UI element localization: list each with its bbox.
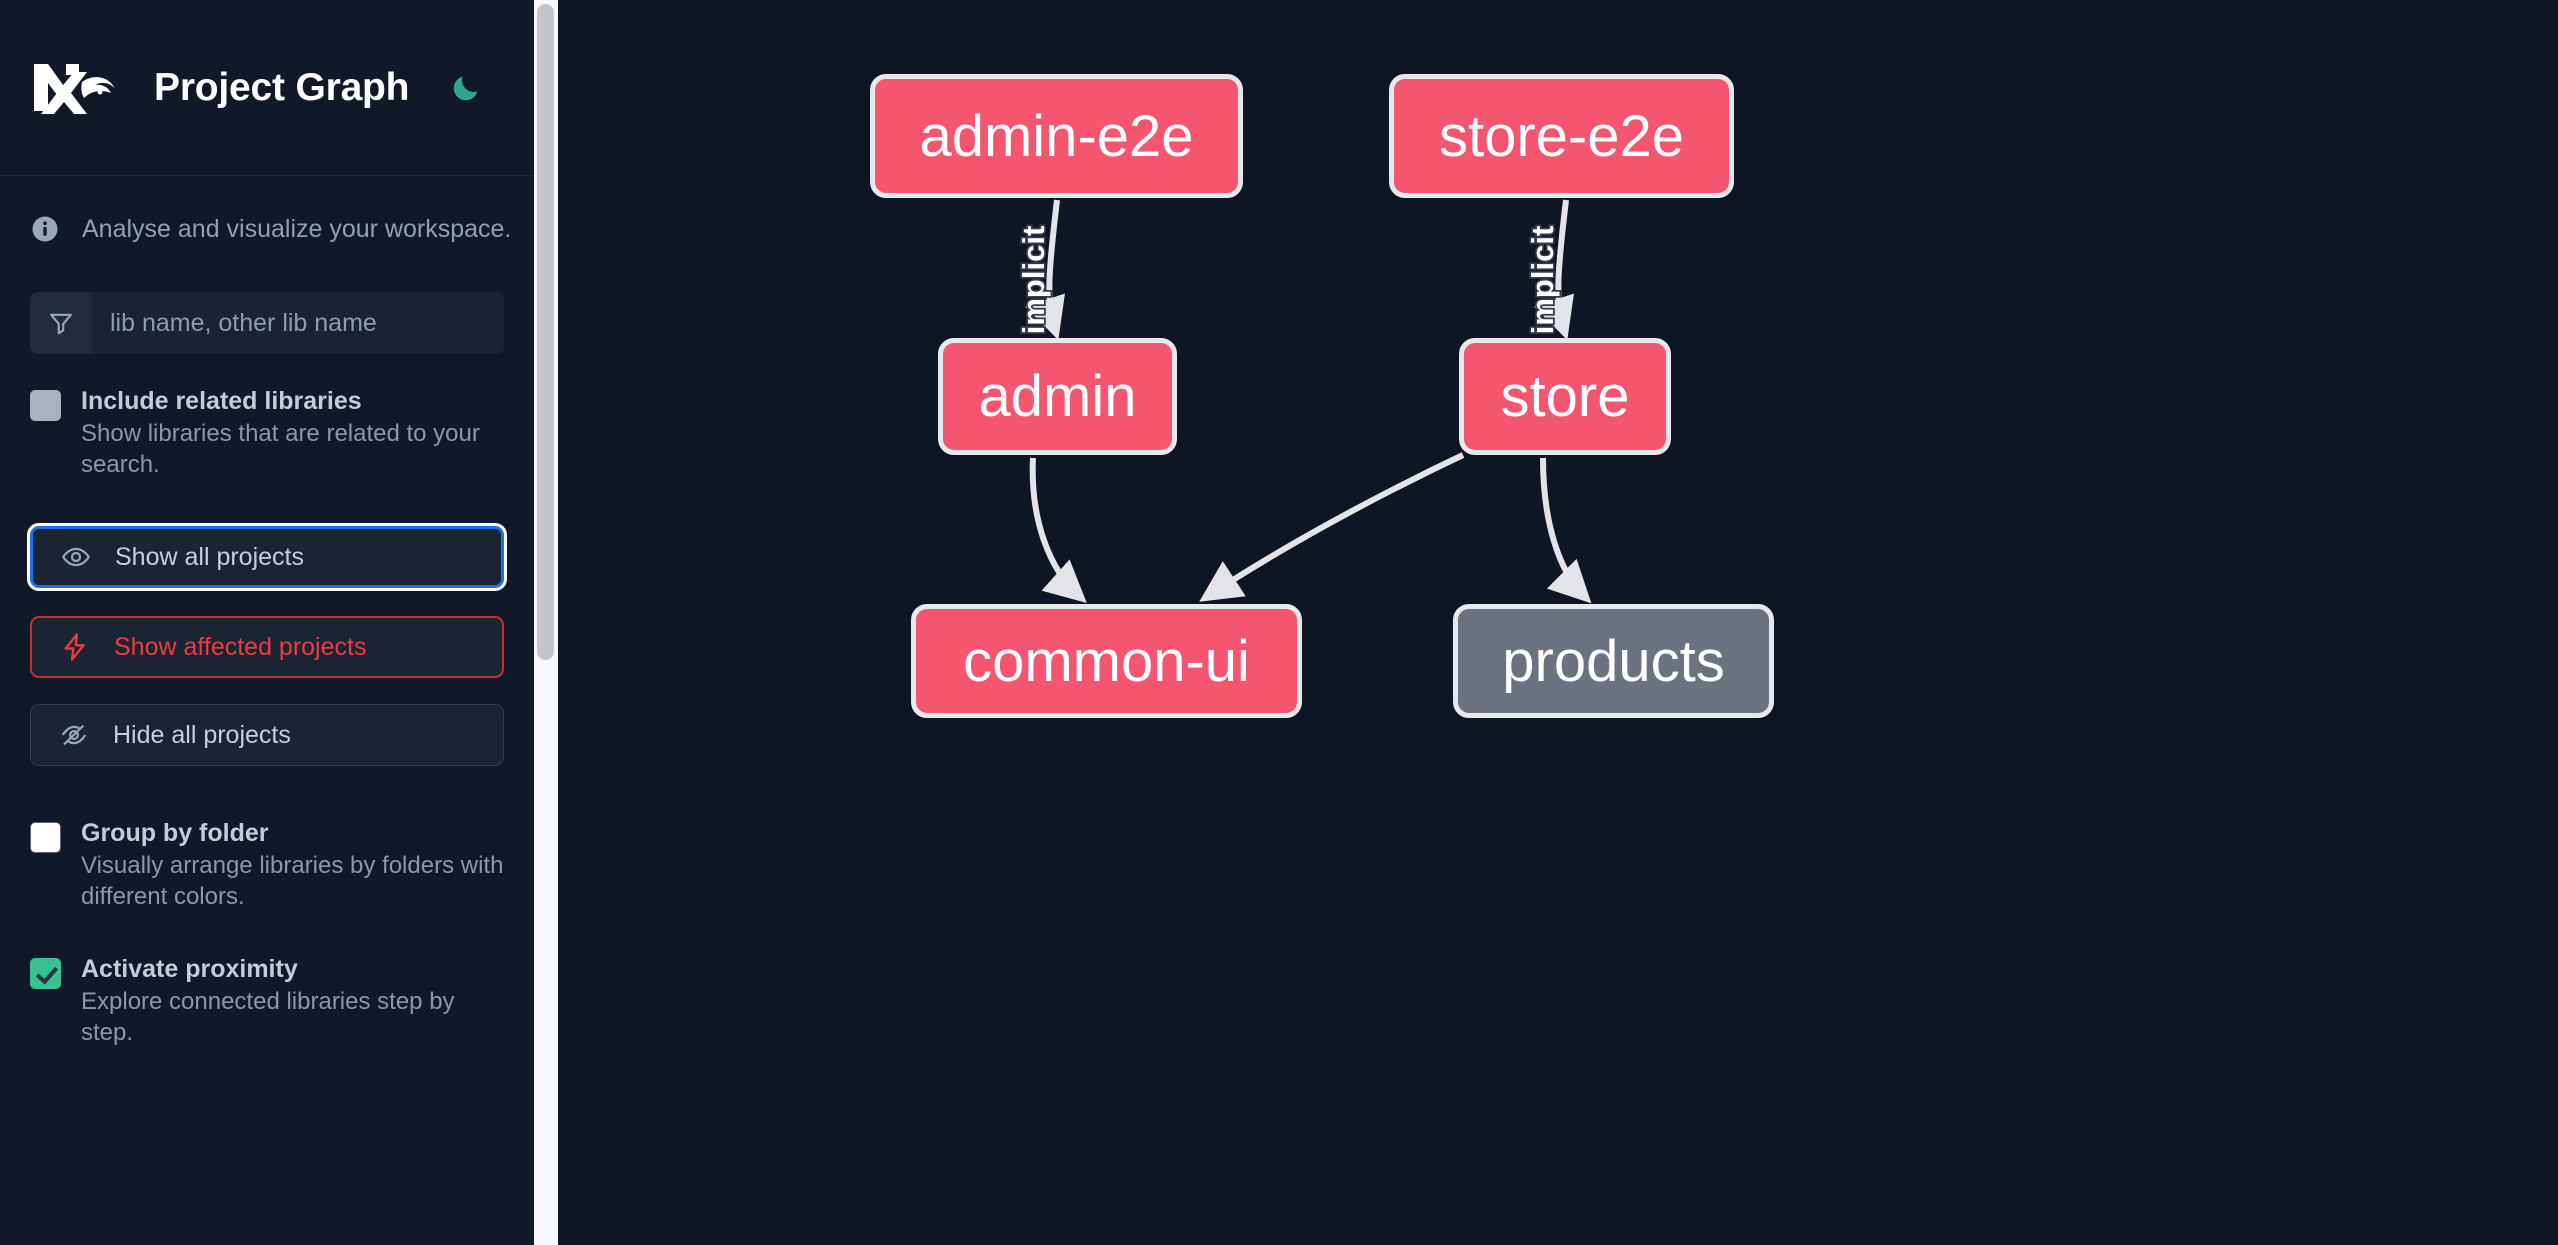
eye-off-icon <box>57 718 91 752</box>
activate-proximity-checkbox[interactable] <box>30 958 61 989</box>
hide-all-projects-button[interactable]: Hide all projects <box>30 704 504 766</box>
graph-node-admin-e2e[interactable]: admin-e2e <box>870 74 1243 198</box>
edge-store-e2e-to-store <box>1534 199 1574 340</box>
show-all-projects-button[interactable]: Show all projects <box>30 526 504 588</box>
sidebar: Project Graph Analyse and visualize yo <box>0 0 558 1245</box>
graph-node-label: store-e2e <box>1438 103 1685 169</box>
graph-canvas[interactable]: implicit implicit admin-e2e store-e2e admi… <box>558 0 2558 1245</box>
edge-store-to-common-ui <box>1199 452 1465 602</box>
checkbox-group-by-folder[interactable]: Group by folder Visually arrange librari… <box>30 816 504 912</box>
edge-label-implicit-admin: implicit <box>1016 226 1051 335</box>
include-related-libraries-label: Include related libraries <box>81 387 362 415</box>
graph-node-admin[interactable]: admin <box>938 338 1177 455</box>
edge-admin-to-common-ui <box>1029 457 1087 604</box>
edge-labels: implicit implicit <box>1014 224 1562 336</box>
sidebar-content: Project Graph Analyse and visualize yo <box>0 0 534 1245</box>
page-title: Project Graph <box>154 65 410 109</box>
lightning-icon <box>58 630 92 664</box>
activate-proximity-desc: Explore connected libraries step by step… <box>81 988 455 1046</box>
hide-all-projects-label: Hide all projects <box>113 720 291 749</box>
sidebar-scrollbar-thumb[interactable] <box>537 4 554 660</box>
activate-proximity-label: Activate proximity <box>81 955 298 983</box>
graph-node-label: common-ui <box>963 628 1250 694</box>
group-by-folder-checkbox[interactable] <box>30 822 61 853</box>
workspace-info-text: Analyse and visualize your workspace. <box>82 214 512 243</box>
info-circle-icon <box>30 214 60 244</box>
graph-node-store[interactable]: store <box>1459 338 1671 455</box>
graph-edges: implicit implicit <box>1014 199 1592 604</box>
edge-admin-e2e-to-admin <box>1025 199 1065 340</box>
graph-node-store-e2e[interactable]: store-e2e <box>1389 74 1734 198</box>
edge-label-implicit-store: implicit <box>1525 226 1560 335</box>
nx-logo-icon <box>30 60 122 116</box>
show-all-projects-label: Show all projects <box>115 542 304 571</box>
search-input[interactable] <box>92 292 504 354</box>
group-by-folder-label: Group by folder <box>81 819 269 847</box>
graph-node-label: admin <box>978 364 1137 429</box>
graph-node-label: admin-e2e <box>919 103 1194 169</box>
show-affected-projects-button[interactable]: Show affected projects <box>30 616 504 678</box>
edge-store-to-products <box>1540 457 1592 604</box>
moon-icon[interactable] <box>445 67 487 109</box>
include-related-libraries-checkbox[interactable] <box>30 390 61 421</box>
checkbox-activate-proximity[interactable]: Activate proximity Explore connected lib… <box>30 952 504 1048</box>
funnel-filter-icon <box>30 292 92 354</box>
graph-node-common-ui[interactable]: common-ui <box>911 604 1302 718</box>
sidebar-header: Project Graph <box>0 0 534 176</box>
workspace-info: Analyse and visualize your workspace. <box>0 176 534 244</box>
eye-icon <box>59 540 93 574</box>
show-affected-projects-label: Show affected projects <box>114 632 367 661</box>
graph-node-products[interactable]: products <box>1453 604 1774 718</box>
checkbox-include-related-libraries[interactable]: Include related libraries Show libraries… <box>30 384 504 480</box>
graph-node-label: store <box>1500 364 1630 429</box>
include-related-libraries-desc: Show libraries that are related to your … <box>81 420 480 478</box>
graph-node-label: products <box>1502 628 1725 694</box>
search-filter[interactable] <box>30 292 504 354</box>
group-by-folder-desc: Visually arrange libraries by folders wi… <box>81 852 504 910</box>
